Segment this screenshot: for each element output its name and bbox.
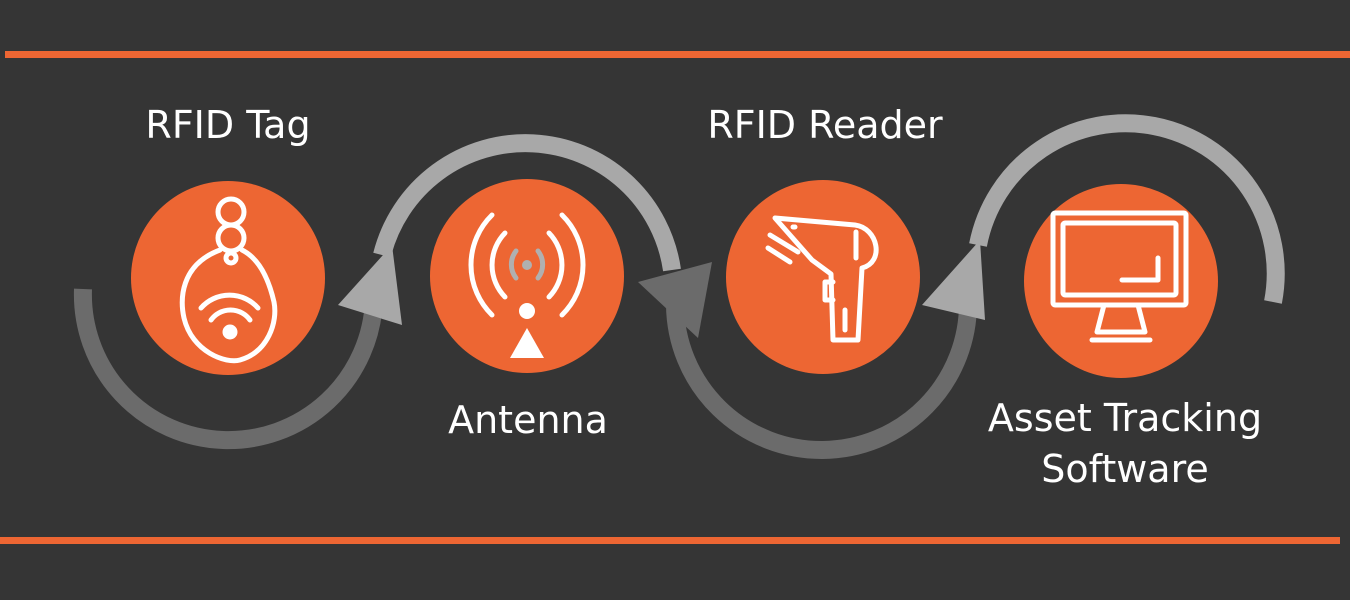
software-label-line1: Asset Tracking <box>987 396 1263 440</box>
arrow-tag-to-antenna <box>73 288 383 450</box>
rfid-tag-label: RFID Tag <box>145 103 311 147</box>
computer-monitor-icon <box>1050 210 1189 343</box>
arrow-heads <box>338 240 985 338</box>
antenna-circle <box>430 179 624 373</box>
arrow-head-right <box>922 240 985 320</box>
arrow-software-loop <box>969 114 1285 304</box>
rfid-reader-label: RFID Reader <box>707 103 943 147</box>
arrow-head-center <box>638 262 712 338</box>
rfid-reader-circle <box>726 180 920 374</box>
software-label: Asset Tracking Software <box>965 393 1285 496</box>
arrow-antenna-loop <box>373 134 681 272</box>
arrow-reader-to-software <box>666 301 978 459</box>
rfid-tag-circle <box>131 181 325 375</box>
antenna-label: Antenna <box>448 398 608 442</box>
cycle-arrows <box>73 114 1285 459</box>
bottom-divider-line <box>0 537 1340 544</box>
arrow-head-left <box>338 245 402 325</box>
antenna-signal-icon <box>468 212 586 358</box>
top-divider-line <box>5 51 1350 58</box>
software-label-line2: Software <box>1041 447 1209 492</box>
rfid-keyfob-icon <box>179 196 278 364</box>
barcode-scanner-icon <box>765 215 879 343</box>
